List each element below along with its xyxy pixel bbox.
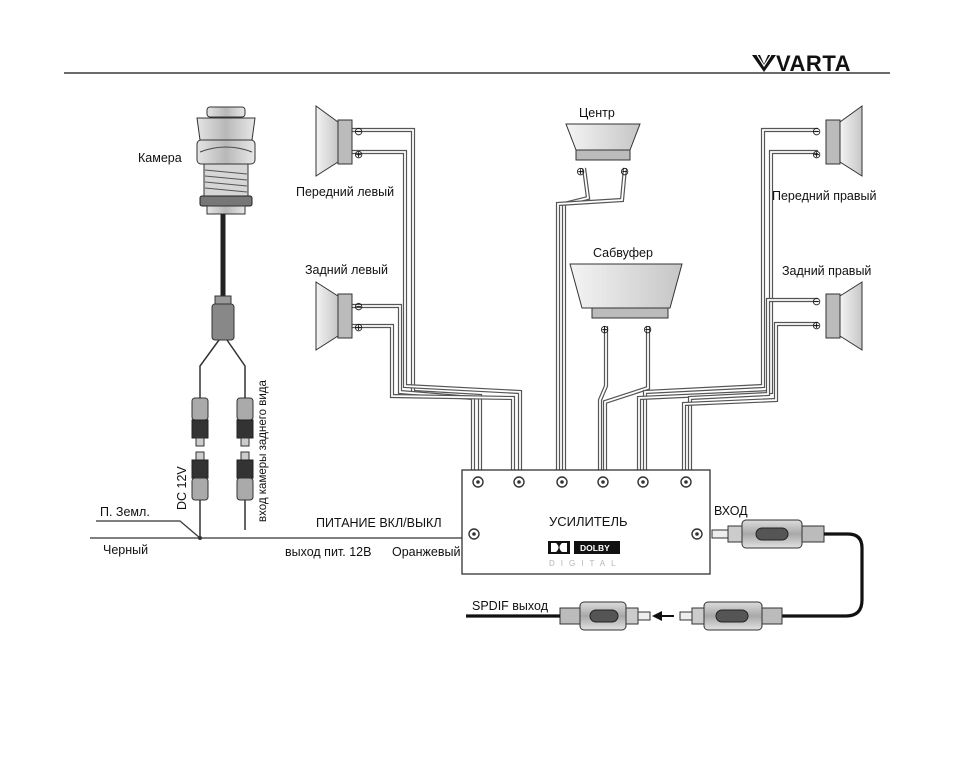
rear-left-label: Задний левый bbox=[305, 263, 388, 277]
cable-junction-icon bbox=[212, 296, 234, 340]
front-left-label: Передний левый bbox=[296, 185, 394, 199]
rear-right-label: Задний правый bbox=[782, 264, 871, 278]
amplifier-label: УСИЛИТЕЛЬ bbox=[549, 514, 628, 529]
speaker-front-right-icon: ⊖ ⊕ bbox=[812, 106, 862, 176]
arrow-left-icon bbox=[652, 611, 674, 621]
rca-plug-power-upper-icon bbox=[192, 398, 208, 446]
rca-plug-video-upper-icon bbox=[237, 398, 253, 446]
ground-label: П. Земл. bbox=[100, 505, 150, 519]
rca-jack-power-lower-icon bbox=[192, 452, 208, 500]
svg-text:⊕: ⊕ bbox=[812, 148, 821, 161]
subwoofer-label: Сабвуфер bbox=[593, 246, 653, 260]
svg-text:⊕: ⊕ bbox=[600, 323, 609, 336]
svg-text:⊕: ⊕ bbox=[576, 165, 585, 178]
varta-logo-text: VARTA bbox=[776, 51, 851, 76]
rca-coax-plug-right-icon bbox=[680, 602, 782, 630]
svg-text:⊖: ⊖ bbox=[354, 125, 363, 138]
svg-text:⊕: ⊕ bbox=[354, 148, 363, 161]
power-switch-label: ПИТАНИЕ ВКЛ/ВЫКЛ bbox=[316, 516, 442, 530]
spdif-label: SPDIF выход bbox=[472, 599, 549, 613]
dolby-text: DOLBY bbox=[580, 543, 610, 553]
speaker-subwoofer-icon: ⊕ ⊖ bbox=[570, 264, 682, 336]
camera-label: Камера bbox=[138, 151, 182, 165]
front-right-label: Передний правый bbox=[772, 189, 876, 203]
speaker-center-icon: ⊕ ⊖ bbox=[566, 124, 640, 178]
svg-text:⊖: ⊖ bbox=[812, 125, 821, 138]
speaker-rear-left-icon: ⊖ ⊕ bbox=[316, 282, 363, 350]
rca-coax-plug-left-icon bbox=[560, 602, 650, 630]
dc-12v-label: DC 12V bbox=[175, 466, 189, 510]
digital-text: DIGITAL bbox=[549, 559, 622, 568]
camera-icon bbox=[197, 107, 255, 214]
orange-wire-label: Оранжевый bbox=[392, 545, 460, 559]
input-label: ВХОД bbox=[714, 504, 748, 518]
varta-logo: VARTA bbox=[752, 51, 851, 76]
speaker-front-left-icon: ⊖ ⊕ bbox=[316, 106, 363, 176]
rca-input-plug-icon bbox=[712, 520, 824, 548]
svg-text:⊖: ⊖ bbox=[354, 300, 363, 313]
power-output-label: выход пит. 12В bbox=[285, 545, 371, 559]
speaker-rear-right-icon: ⊖ ⊕ bbox=[812, 282, 862, 350]
camera-input-label: вход камеры заднего вида bbox=[257, 379, 269, 522]
svg-text:⊕: ⊕ bbox=[812, 319, 821, 332]
svg-text:⊕: ⊕ bbox=[354, 321, 363, 334]
center-label: Центр bbox=[579, 106, 615, 120]
svg-text:⊖: ⊖ bbox=[620, 165, 629, 178]
rca-jack-video-lower-icon bbox=[237, 452, 253, 500]
svg-text:⊖: ⊖ bbox=[643, 323, 652, 336]
amplifier-box: УСИЛИТЕЛЬ DOLBY DIGITAL bbox=[462, 470, 710, 574]
svg-text:⊖: ⊖ bbox=[812, 295, 821, 308]
black-wire-label: Черный bbox=[103, 543, 148, 557]
varta-chevron-icon bbox=[752, 55, 776, 72]
